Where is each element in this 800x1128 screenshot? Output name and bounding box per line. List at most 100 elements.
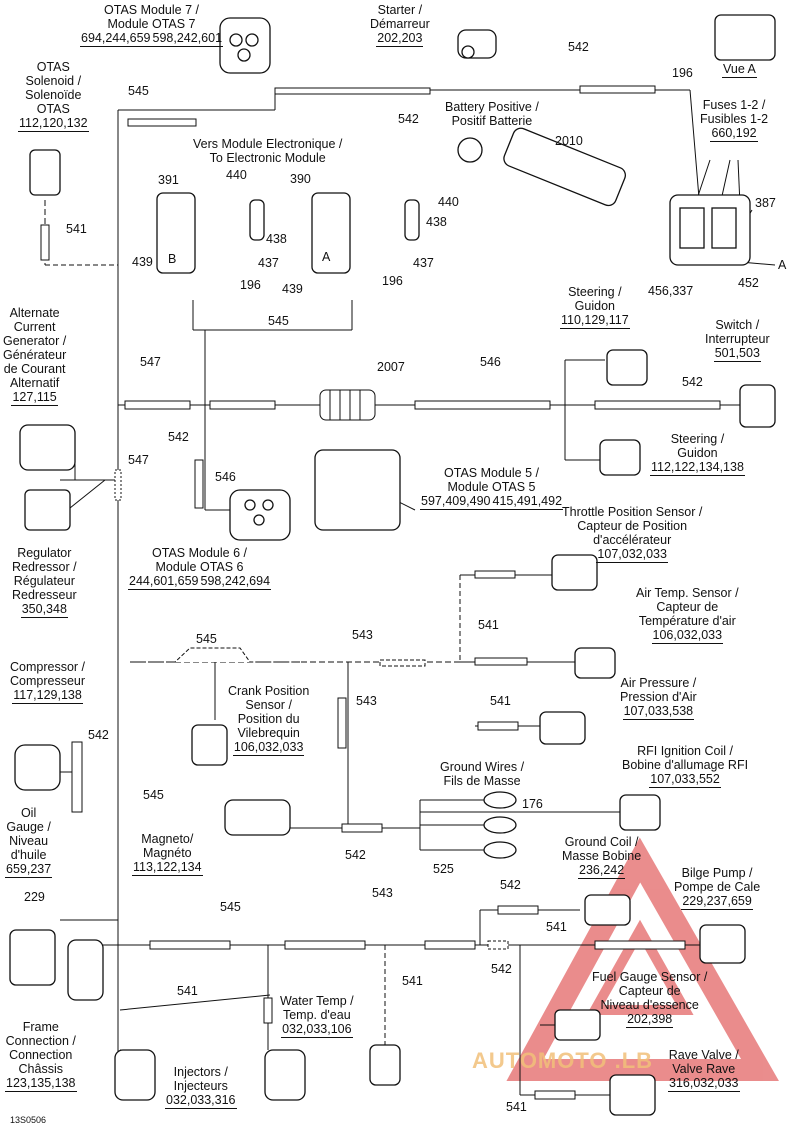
callout-number: A bbox=[322, 250, 331, 264]
callout-number: 387 bbox=[755, 196, 776, 210]
electronic-module-connector-b bbox=[156, 192, 196, 274]
compressor-connector bbox=[14, 744, 61, 791]
callout-number: 2010 bbox=[555, 134, 583, 148]
callout-number: 196 bbox=[672, 66, 693, 80]
callout-number: 439 bbox=[132, 255, 153, 269]
callout-number: 391 bbox=[158, 173, 179, 187]
harness-ref: 545 bbox=[268, 314, 289, 328]
callout-number: 440 bbox=[438, 195, 459, 209]
label-ground-wires: Ground Wires /Fils de Masse bbox=[440, 760, 525, 788]
harness-ref: 541 bbox=[546, 920, 567, 934]
label-rfi-ignition-coil: RFI Ignition Coil /Bobine d'allumage RFI… bbox=[622, 744, 749, 788]
callout-number: 439 bbox=[282, 282, 303, 296]
label-throttle: Throttle Position Sensor /Capteur de Pos… bbox=[562, 505, 703, 563]
callout-number: 437 bbox=[258, 256, 279, 270]
watermark-text: AUTOMOTO .LB bbox=[472, 1048, 654, 1073]
solenoid-connector bbox=[29, 149, 61, 196]
harness-ref: 543 bbox=[352, 628, 373, 642]
water-temp-connector bbox=[369, 1044, 401, 1086]
harness-ref: 541 bbox=[478, 618, 499, 632]
figure-code: 13S0506 bbox=[10, 1115, 47, 1125]
battery-cable bbox=[503, 127, 626, 207]
harness-ref: 546 bbox=[480, 355, 501, 369]
harness-ref: 542 bbox=[500, 878, 521, 892]
steering-top-connector bbox=[606, 349, 648, 386]
harness-ref: 541 bbox=[402, 974, 423, 988]
harness-ref: 543 bbox=[372, 886, 393, 900]
vue-a-connector bbox=[714, 14, 776, 61]
injector-connector-2 bbox=[264, 1049, 306, 1101]
label-battery-positive: Battery Positive /Positif Batterie bbox=[445, 100, 539, 128]
magneto-connector bbox=[224, 799, 291, 836]
harness-ref: 542 bbox=[568, 40, 589, 54]
watermark-triangle bbox=[506, 837, 779, 1081]
fuel-gauge-connector bbox=[554, 1009, 601, 1041]
harness-ref: 546 bbox=[215, 470, 236, 484]
alternator-connector bbox=[19, 424, 76, 471]
rave-valve-connector bbox=[609, 1074, 656, 1116]
label-electronic-module: Vers Module Electronique /To Electronic … bbox=[193, 137, 343, 165]
crank-connector bbox=[191, 724, 228, 766]
frame-connector-b bbox=[67, 939, 104, 1001]
callout-number: 440 bbox=[226, 168, 247, 182]
harness-ref: 543 bbox=[356, 694, 377, 708]
harness-ref: 541 bbox=[66, 222, 87, 236]
injector-connector-1 bbox=[114, 1049, 156, 1101]
harness-ref: 542 bbox=[168, 430, 189, 444]
throttle-connector bbox=[551, 554, 598, 591]
regulator-connector bbox=[24, 489, 71, 531]
callout-number: 196 bbox=[240, 278, 261, 292]
callout-number: 176 bbox=[522, 797, 543, 811]
callout-number: 452 bbox=[738, 276, 759, 290]
harness-ref: 542 bbox=[491, 962, 512, 976]
harness-ref: 542 bbox=[345, 848, 366, 862]
rfi-coil-connector bbox=[619, 794, 661, 831]
frame-connector-a bbox=[9, 929, 56, 986]
callout-number: 390 bbox=[290, 172, 311, 186]
air-pressure-connector bbox=[539, 711, 586, 745]
harness-ref: 525 bbox=[433, 862, 454, 876]
callout-number: A bbox=[778, 258, 787, 272]
air-temp-connector bbox=[574, 647, 616, 679]
bilge-connector bbox=[699, 924, 746, 964]
harness-ref: 545 bbox=[196, 632, 217, 646]
harness-ref: 545 bbox=[220, 900, 241, 914]
harness-ref: 541 bbox=[177, 984, 198, 998]
harness-ref: 541 bbox=[490, 694, 511, 708]
label-vue-a: Vue A bbox=[722, 62, 757, 78]
otas5-connector bbox=[314, 449, 401, 531]
harness-ref: 542 bbox=[398, 112, 419, 126]
harness-ref: 542 bbox=[682, 375, 703, 389]
callout-number: 229 bbox=[24, 890, 45, 904]
harness-ref: 545 bbox=[143, 788, 164, 802]
callout-number: 456,337 bbox=[648, 284, 694, 298]
callout-number: 2007 bbox=[377, 360, 405, 374]
switch-connector bbox=[739, 384, 776, 428]
steering-bottom-connector bbox=[599, 439, 641, 476]
harness-ref: 547 bbox=[140, 355, 161, 369]
callout-number: B bbox=[168, 252, 177, 266]
